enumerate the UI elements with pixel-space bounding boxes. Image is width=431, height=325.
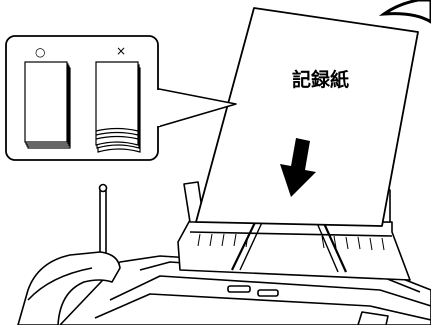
correct-paper-stack: ○	[24, 45, 71, 149]
paper-label: 記録紙	[292, 68, 349, 91]
corner-circle-edge	[378, 0, 431, 24]
paper-tray	[177, 219, 411, 281]
paper-sheet	[195, 7, 419, 227]
antenna	[98, 183, 108, 259]
side-knob	[357, 311, 389, 325]
callout-inset: ○ ×	[5, 35, 237, 161]
correct-mark: ○	[35, 45, 45, 59]
handset	[17, 251, 121, 325]
tray-ribs	[197, 233, 385, 251]
wrong-mark: ×	[116, 44, 126, 58]
recording-paper: 記録紙	[195, 7, 419, 227]
fax-machine	[17, 181, 431, 325]
wrong-paper-stack: ×	[95, 44, 141, 153]
insert-down-arrow	[280, 138, 316, 197]
